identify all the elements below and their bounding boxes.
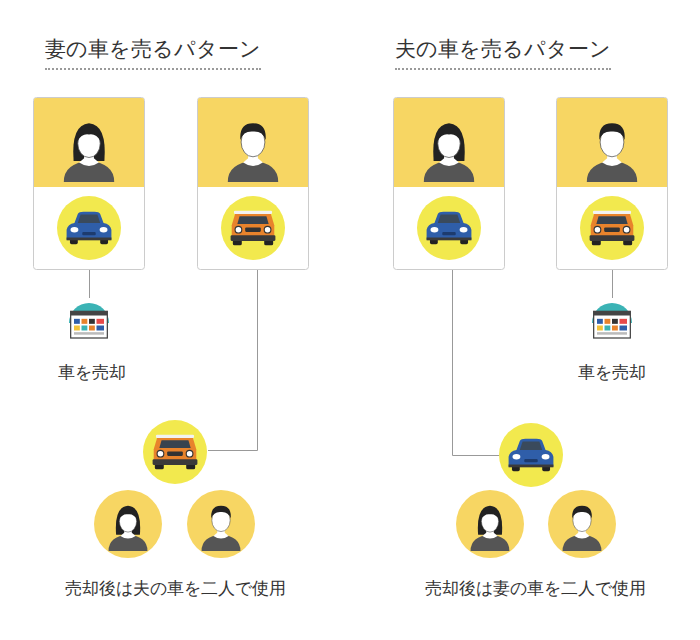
caption-text: 売却後は夫の車を二人で使用 bbox=[65, 577, 286, 599]
panel-title: 夫の車を売るパターン bbox=[395, 34, 611, 70]
couple bbox=[94, 490, 255, 558]
car-icon bbox=[153, 435, 198, 470]
couple bbox=[456, 490, 616, 558]
car-circle bbox=[143, 420, 207, 484]
person-card bbox=[394, 98, 505, 270]
person-card bbox=[34, 98, 145, 270]
sale-icon bbox=[592, 303, 632, 338]
car-icon bbox=[509, 439, 554, 471]
caption-text: 売却後は妻の車を二人で使用 bbox=[425, 577, 646, 599]
panel-title: 妻の車を売るパターン bbox=[45, 34, 261, 70]
car-circle bbox=[499, 423, 563, 487]
sale-icon bbox=[69, 303, 109, 338]
person-card bbox=[557, 98, 668, 270]
person-card bbox=[198, 98, 309, 270]
caption-text: 車を売却 bbox=[58, 361, 126, 383]
caption-text: 車を売却 bbox=[578, 361, 646, 383]
